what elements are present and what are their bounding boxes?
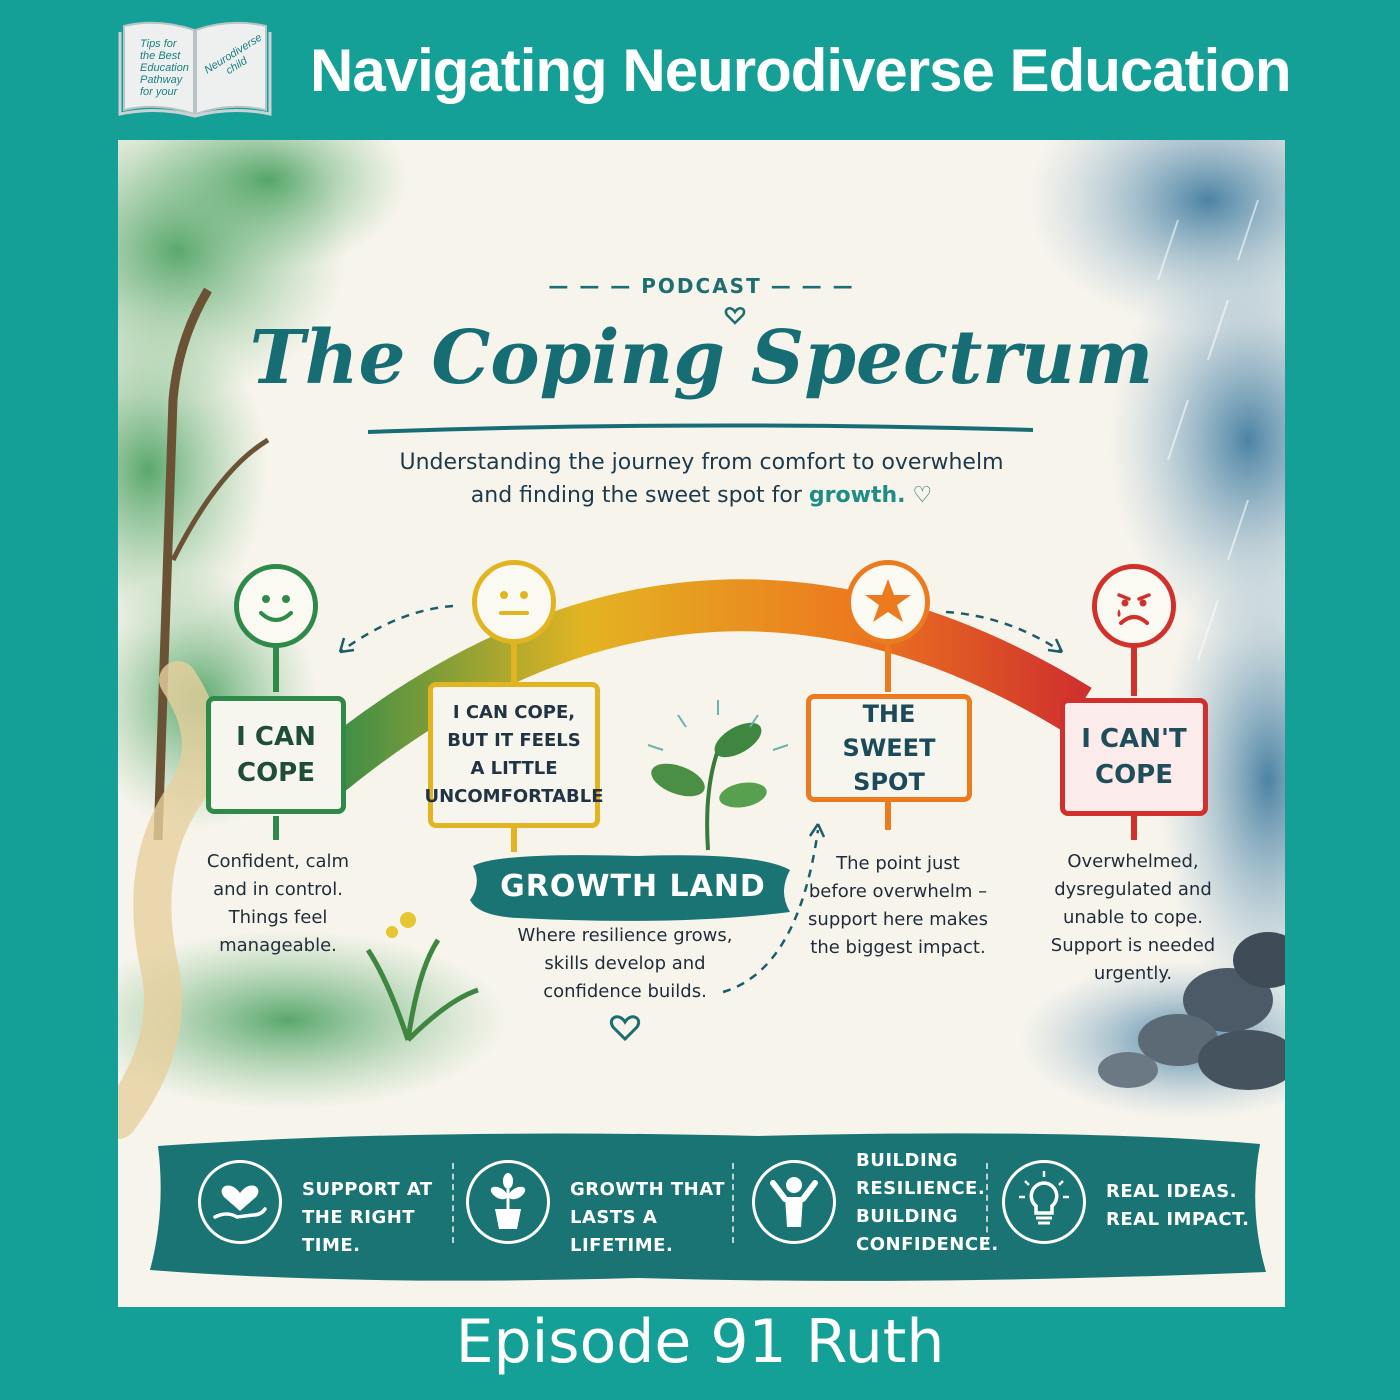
- caption-growth-land: Where resilience grows, skills develop a…: [517, 925, 733, 1002]
- podcast-logo: Tips for the Best Education Pathway for …: [118, 18, 272, 118]
- star-icon: [846, 560, 930, 644]
- caption-i-can-cope: Confident, calm and in control. Things f…: [206, 851, 350, 956]
- open-book-icon: [118, 21, 272, 118]
- heart-icon: [724, 307, 746, 325]
- heart-hand-icon: [198, 1160, 282, 1244]
- neutral-face-icon: [472, 560, 556, 644]
- band-divider: [986, 1163, 988, 1243]
- band-item-support: SUPPORT AT THE RIGHT TIME.: [198, 1133, 458, 1275]
- coping-spectrum-arc: [301, 579, 1092, 800]
- arrow-right: [945, 610, 1063, 654]
- scenery-background: [118, 140, 1285, 1281]
- sign-i-cant-cope: I CAN'T COPE: [1060, 698, 1208, 816]
- flower-plant: [365, 912, 479, 1042]
- arrow-left: [339, 604, 454, 654]
- title-underline: [367, 423, 1034, 434]
- band-divider: [732, 1163, 734, 1243]
- sign-i-can-cope: I CAN COPE: [206, 696, 346, 814]
- show-title: Navigating Neurodiverse Education: [310, 37, 1292, 104]
- lightbulb-icon: [1002, 1160, 1086, 1244]
- poster-panel: — — — PODCAST — — — The Coping Spectrum …: [118, 140, 1285, 1307]
- poster-title: The Coping Spectrum: [249, 315, 1154, 401]
- band-item-resilience: BUILDING RESILIENCE. BUILDING CONFIDENCE…: [752, 1133, 1002, 1275]
- caption-i-cant-cope: Overwhelmed, dysregulated and unable to …: [1050, 851, 1216, 984]
- values-band: SUPPORT AT THE RIGHT TIME. GROWTH THAT L…: [148, 1133, 1258, 1275]
- band-item-ideas: REAL IDEAS. REAL IMPACT.: [1002, 1133, 1252, 1275]
- winding-path: [118, 661, 220, 1139]
- arrow-growth-to-sweet-spot: [722, 829, 820, 994]
- person-raised-arms-icon: [752, 1160, 836, 1244]
- sprout-icon: [647, 700, 789, 851]
- sad-face-icon: [1092, 564, 1176, 648]
- heart-icon: [610, 1015, 640, 1042]
- plant-pot-icon: [466, 1160, 550, 1244]
- growth-land-label: GROWTH LAND: [500, 868, 766, 904]
- sign-uncomfortable: I CAN COPE, BUT IT FEELS A LITTLE UNCOMF…: [424, 682, 604, 828]
- podcast-kicker: — — — PODCAST — — —: [548, 274, 855, 298]
- caption-sweet-spot: The point just before overwhelm – suppor…: [808, 853, 988, 958]
- band-divider: [452, 1163, 454, 1243]
- subtitle-line-2: and finding the sweet spot for growth. ♡: [470, 483, 933, 508]
- subtitle-line-1: Understanding the journey from comfort t…: [399, 450, 1004, 475]
- logo-text-left: Tips for the Best Education Pathway for …: [140, 38, 189, 98]
- poster-subtitle: Understanding the journey from comfort t…: [118, 446, 1285, 512]
- episode-title: Episode 91 Ruth: [455, 1307, 945, 1377]
- sign-sweet-spot: THE SWEET SPOT: [806, 694, 972, 802]
- rocks: [1098, 932, 1285, 1090]
- band-item-growth: GROWTH THAT LASTS A LIFETIME.: [466, 1133, 726, 1275]
- smile-face-icon: [234, 564, 318, 648]
- growth-land-banner-bg: [470, 855, 790, 921]
